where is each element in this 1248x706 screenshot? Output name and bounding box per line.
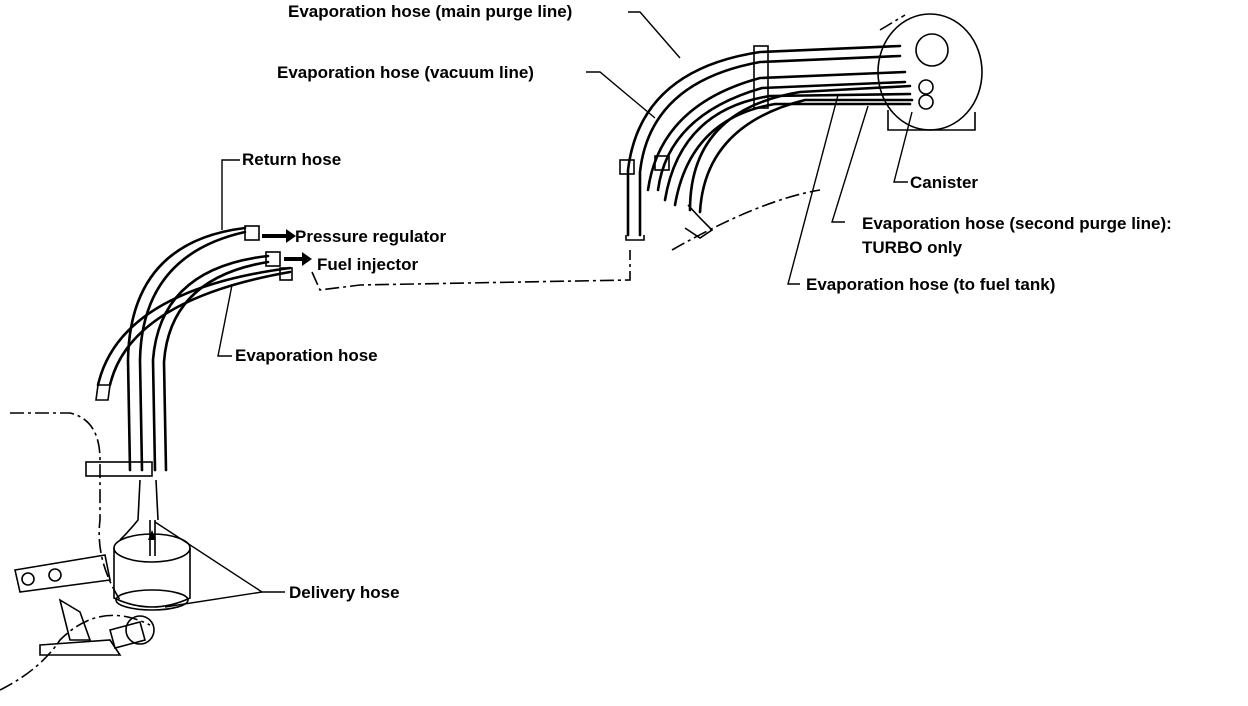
- arrow-head-pressure-regulator: [286, 229, 296, 243]
- label-main-purge-line: Evaporation hose (main purge line): [288, 2, 572, 21]
- label-fuel-injector: Fuel injector: [317, 255, 418, 274]
- body-panel-outline: [10, 412, 121, 601]
- filter-bracket: [14, 554, 111, 593]
- label-canister: Canister: [910, 173, 978, 192]
- evap-hose-fitting: [279, 267, 293, 281]
- check-valve: [684, 204, 714, 239]
- hose-clip-bundle: [753, 45, 769, 109]
- leader-lines: [154, 11, 913, 608]
- label-delivery-hose: Delivery hose: [289, 583, 400, 602]
- return-hose-fitting: [244, 225, 260, 241]
- label-return-hose: Return hose: [242, 150, 341, 169]
- fuel-filter: [14, 479, 191, 656]
- hose-route-dashed: [311, 250, 631, 291]
- label-vacuum-line: Evaporation hose (vacuum line): [277, 63, 534, 82]
- label-evaporation-hose: Evaporation hose: [235, 346, 378, 365]
- hose-clamp: [85, 461, 153, 477]
- label-to-fuel-tank: Evaporation hose (to fuel tank): [806, 275, 1055, 294]
- canister-hose-bundle: [619, 13, 983, 251]
- injector-hose-fitting: [265, 251, 281, 267]
- label-pressure-regulator: Pressure regulator: [295, 227, 447, 246]
- label-second-purge-line: Evaporation hose (second purge line):: [862, 214, 1172, 233]
- left-hose-bundle: [0, 225, 312, 691]
- hose-clip: [95, 384, 111, 401]
- arrow-head-fuel-injector: [302, 252, 312, 266]
- label-turbo-only: TURBO only: [862, 238, 963, 257]
